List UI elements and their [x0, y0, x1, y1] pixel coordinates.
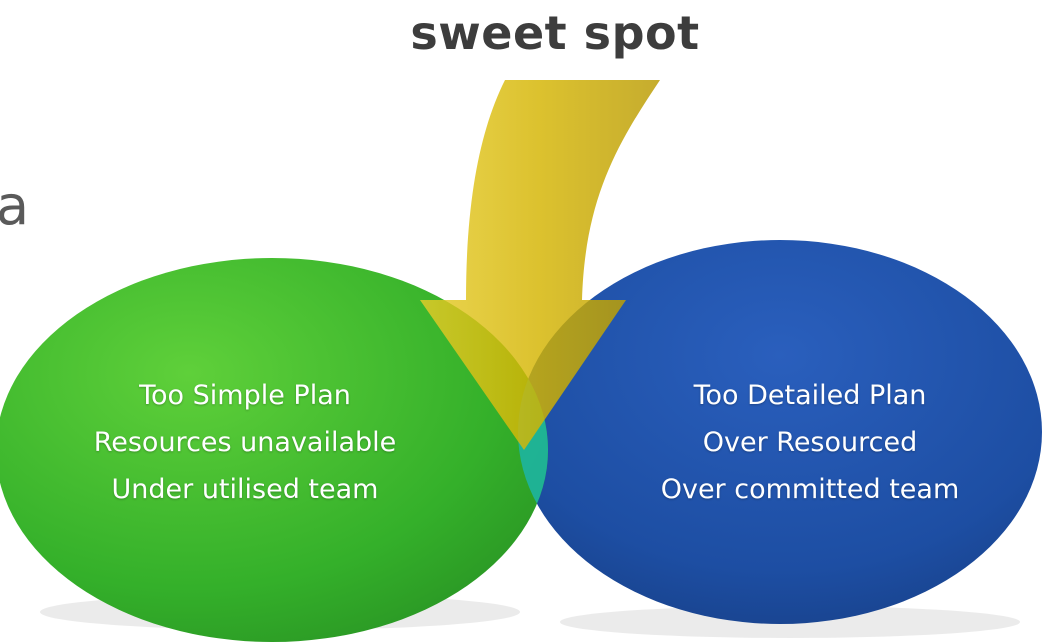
- left-label-line-3: Under utilised team: [111, 474, 379, 505]
- right-circle: [518, 240, 1042, 624]
- left-label-line-1: Too Simple Plan: [139, 380, 351, 411]
- stray-text: a: [0, 174, 30, 237]
- left-label-line-2: Resources unavailable: [93, 427, 397, 458]
- sweet-spot-title: sweet spot: [410, 6, 700, 60]
- right-label-line-1: Too Detailed Plan: [693, 380, 927, 411]
- left-circle: [0, 258, 548, 642]
- sweet-spot-arrow: [420, 80, 660, 450]
- right-label-line-3: Over committed team: [660, 474, 960, 505]
- right-circle-label: Too Detailed Plan Over Resourced Over co…: [570, 372, 1042, 513]
- left-circle-label: Too Simple Plan Resources unavailable Un…: [10, 372, 480, 513]
- right-label-line-2: Over Resourced: [702, 427, 918, 458]
